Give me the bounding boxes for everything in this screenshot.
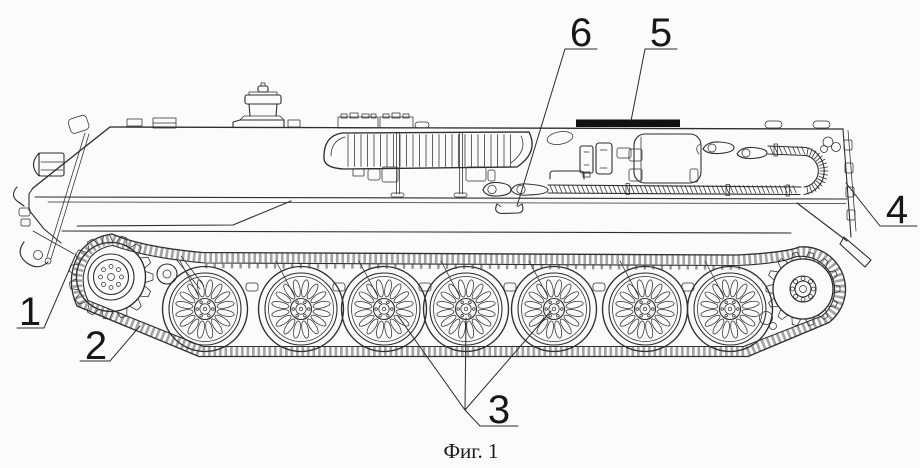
callout-label-5: 5 — [650, 11, 672, 55]
step-handle — [549, 170, 585, 180]
track-guide-horns — [204, 263, 741, 270]
hull-side-line-lower — [47, 201, 847, 204]
rear-lower-slope — [796, 202, 848, 242]
hull-group — [12, 114, 872, 268]
bow-skid — [19, 241, 49, 268]
bow-shackle-2 — [20, 218, 31, 227]
return-roller — [156, 263, 178, 285]
return-roller-hub — [162, 269, 172, 279]
suspension-details — [156, 255, 777, 330]
cupola-knob — [257, 85, 269, 93]
idler-wheel — [765, 252, 841, 326]
side-box-3 — [465, 166, 487, 182]
road-wheel — [257, 265, 345, 353]
headlight — [32, 152, 65, 177]
callout-5: 5 — [630, 11, 678, 122]
periscope-housing — [67, 114, 90, 134]
engine-hatch-1 — [337, 112, 379, 129]
engine-hatch-2 — [379, 112, 414, 129]
road-wheel — [340, 265, 428, 353]
deck-fitting — [126, 118, 143, 127]
oval-hatch — [546, 131, 574, 145]
bow-splash-rib — [76, 200, 292, 227]
swing-arms — [179, 260, 725, 298]
deck-line — [109, 126, 844, 130]
bow-hook — [12, 186, 25, 207]
callout-3: 3 — [397, 310, 552, 432]
stanchion-1 — [390, 131, 405, 198]
callout-label-6: 6 — [570, 11, 592, 55]
small-plate — [616, 147, 632, 159]
rear-deck-hinge-2 — [812, 120, 831, 129]
tow-hook — [495, 203, 524, 215]
callout-label-2: 2 — [85, 324, 107, 368]
small-bracket — [689, 168, 699, 183]
callouts-group: 1 2 3 4 5 6 — [16, 11, 918, 432]
deck-bump — [414, 121, 430, 129]
lifting-eyes — [820, 136, 841, 153]
track-link-texture — [72, 234, 845, 357]
callout-label-1: 1 — [19, 290, 41, 334]
track-assembly — [70, 233, 847, 358]
road-wheel — [601, 265, 689, 353]
callout-6: 6 — [516, 11, 598, 207]
stanchion-2 — [453, 131, 468, 198]
rear-edge-fittings — [843, 139, 856, 221]
grille-slats — [347, 134, 511, 167]
glacis-line — [32, 126, 111, 189]
rear-mud-flap — [839, 236, 872, 268]
hull-side-fittings — [352, 131, 496, 198]
callout-4: 4 — [845, 182, 918, 232]
hull-side-line-upper — [34, 196, 848, 200]
side-box-4 — [487, 169, 496, 182]
rope-braid-texture — [549, 146, 829, 195]
rope-thimble-eyes — [482, 141, 768, 197]
bow-skid-roller — [33, 250, 43, 260]
bow-cable-end — [44, 257, 52, 265]
side-box-2 — [381, 166, 399, 183]
callout-label-4: 4 — [886, 188, 908, 232]
rear-hatch-outline — [628, 133, 702, 184]
road-wheels — [161, 265, 774, 353]
road-wheel — [161, 265, 249, 353]
track-outer-outline — [70, 233, 847, 358]
engine-grille — [323, 131, 533, 170]
rope-clamps — [625, 143, 790, 197]
track-inner-outline — [82, 244, 836, 348]
deck-details — [126, 82, 831, 129]
bow-cable — [46, 132, 90, 260]
bow-nose — [28, 187, 62, 244]
callout-2: 2 — [79, 324, 141, 368]
deck-fitting-2 — [287, 119, 301, 128]
bump-stops — [245, 282, 695, 292]
callout-1: 1 — [16, 253, 77, 334]
bow-shackle — [18, 207, 31, 217]
road-wheel — [510, 265, 598, 353]
side-box-1 — [367, 168, 381, 181]
bow-brace — [32, 230, 75, 255]
rear-deck-items — [546, 119, 841, 184]
callout-label-3: 3 — [488, 388, 510, 432]
side-bracket — [352, 168, 365, 177]
rail-bar — [576, 119, 680, 127]
mount-brackets — [579, 142, 613, 178]
cupola — [232, 82, 285, 128]
sponson-bottom-line — [61, 230, 792, 234]
rear-deck-hinge-1 — [764, 120, 783, 129]
tow-rope — [482, 141, 829, 197]
drive-sprocket — [68, 234, 154, 320]
rope-loop-inner — [803, 154, 819, 188]
road-wheel — [686, 265, 774, 353]
figure-caption: Фиг. 1 — [443, 439, 498, 463]
